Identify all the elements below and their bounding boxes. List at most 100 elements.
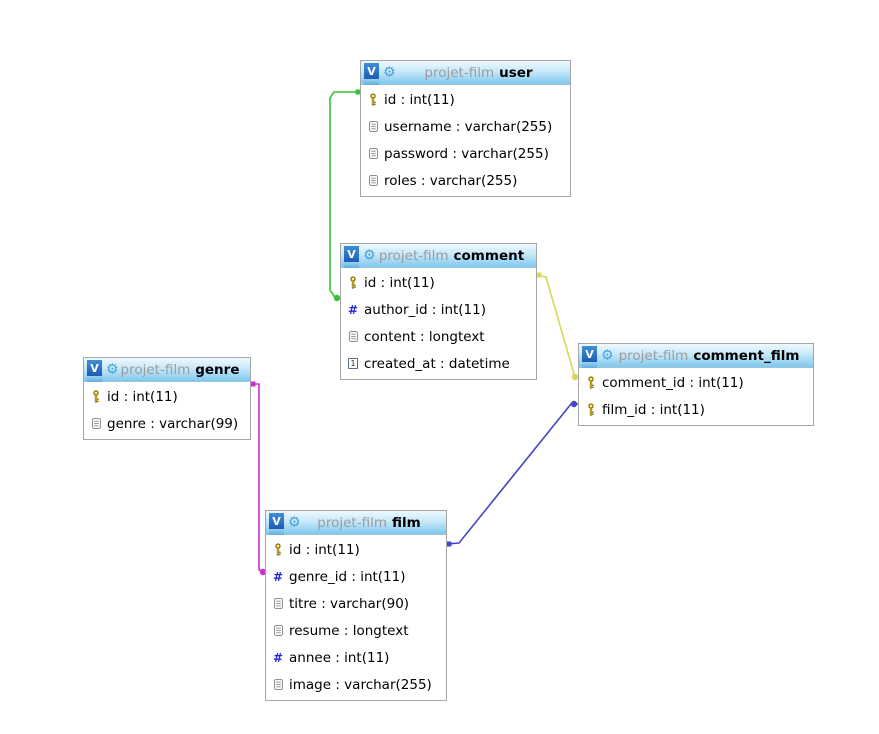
field-label: id : int(11) — [289, 541, 360, 558]
table-name: film — [392, 514, 421, 531]
database-prefix: projet-film — [120, 361, 191, 378]
field-label: roles : varchar(255) — [384, 172, 518, 189]
relation-genre-film-source-marker — [250, 381, 256, 387]
field-row[interactable]: username : varchar(255) — [361, 113, 570, 140]
table-field-list: comment_id : int(11) film_id : int(11) — [579, 368, 813, 425]
field-label: titre : varchar(90) — [289, 595, 410, 612]
relation-comment-comment_film-source-marker — [536, 272, 542, 278]
field-row[interactable]: roles : varchar(255) — [361, 167, 570, 194]
toggle-view-icon[interactable]: V — [582, 346, 597, 368]
field-row[interactable]: id : int(11) — [84, 383, 250, 410]
table-field-list: id : int(11) # genre_id : int(11) titre … — [266, 535, 446, 700]
field-label: annee : int(11) — [289, 649, 390, 666]
field-label: id : int(11) — [364, 274, 435, 291]
text-field-icon — [366, 175, 380, 186]
field-label: id : int(11) — [384, 91, 455, 108]
primary-key-icon — [346, 276, 360, 289]
table-name: user — [499, 64, 533, 81]
table-options-gear-icon[interactable]: ⚙ — [363, 246, 376, 263]
numeric-field-icon: # — [272, 650, 284, 665]
field-row[interactable]: 1 created_at : datetime — [341, 350, 536, 377]
relation-film-comment_film-source-marker — [446, 541, 452, 547]
field-row[interactable]: content : longtext — [341, 323, 536, 350]
field-row[interactable]: password : varchar(255) — [361, 140, 570, 167]
text-field-icon — [366, 148, 380, 159]
text-field-icon — [89, 418, 103, 429]
numeric-field-icon: # — [347, 302, 359, 317]
primary-key-icon — [366, 93, 380, 106]
field-label: comment_id : int(11) — [602, 374, 744, 391]
table-name: comment_film — [693, 347, 800, 364]
database-prefix: projet-film — [618, 347, 689, 364]
text-field-icon — [366, 121, 380, 132]
relation-comment-comment_film-line — [536, 274, 579, 379]
table-film[interactable]: V ⚙ projet-film film id : int(11) # genre… — [265, 510, 447, 701]
primary-key-icon — [584, 403, 598, 416]
text-field-icon — [271, 679, 285, 690]
field-row[interactable]: id : int(11) — [266, 536, 446, 563]
relation-genre-film-line — [251, 383, 266, 573]
database-prefix: projet-film — [317, 514, 387, 531]
field-row[interactable]: resume : longtext — [266, 617, 446, 644]
field-label: resume : longtext — [289, 622, 409, 639]
field-row[interactable]: image : varchar(255) — [266, 671, 446, 698]
field-row[interactable]: comment_id : int(11) — [579, 369, 813, 396]
field-label: created_at : datetime — [364, 355, 510, 372]
field-label: genre_id : int(11) — [289, 568, 406, 585]
table-title: projet-film film — [291, 515, 420, 531]
field-label: film_id : int(11) — [602, 401, 705, 418]
field-row[interactable]: titre : varchar(90) — [266, 590, 446, 617]
field-row[interactable]: id : int(11) — [341, 269, 536, 296]
field-label: genre : varchar(99) — [107, 415, 239, 432]
field-label: content : longtext — [364, 328, 485, 345]
field-row[interactable]: id : int(11) — [361, 86, 570, 113]
table-options-gear-icon[interactable]: ⚙ — [288, 513, 301, 530]
field-label: image : varchar(255) — [289, 676, 432, 693]
relation-film-comment_film-target-marker — [570, 400, 578, 408]
text-field-icon — [271, 625, 285, 636]
toggle-view-icon[interactable]: V — [269, 513, 284, 535]
field-row[interactable]: film_id : int(11) — [579, 396, 813, 423]
toggle-view-icon[interactable]: V — [87, 360, 102, 382]
table-options-gear-icon[interactable]: ⚙ — [106, 360, 119, 377]
primary-key-icon — [271, 543, 285, 556]
table-field-list: id : int(11) genre : varchar(99) — [84, 382, 250, 439]
toggle-view-icon[interactable]: V — [344, 246, 359, 268]
field-label: username : varchar(255) — [384, 118, 553, 135]
datetime-field-icon: 1 — [346, 358, 360, 369]
table-options-gear-icon[interactable]: ⚙ — [383, 63, 396, 80]
database-prefix: projet-film — [378, 247, 449, 264]
field-row[interactable]: genre : varchar(99) — [84, 410, 250, 437]
table-options-gear-icon[interactable]: ⚙ — [601, 346, 614, 363]
relation-film-comment_film-line — [446, 403, 578, 545]
table-header[interactable]: V ⚙ projet-film film — [266, 511, 446, 535]
text-field-icon — [346, 331, 360, 342]
database-prefix: projet-film — [424, 64, 495, 81]
table-field-list: id : int(11) # author_id : int(11) conte… — [341, 268, 536, 379]
field-label: author_id : int(11) — [364, 301, 487, 318]
numeric-field-icon: # — [272, 569, 284, 584]
field-label: password : varchar(255) — [384, 145, 549, 162]
field-row[interactable]: # genre_id : int(11) — [266, 563, 446, 590]
toggle-view-icon[interactable]: V — [364, 63, 379, 85]
primary-key-icon — [584, 376, 598, 389]
table-field-list: id : int(11) username : varchar(255) pas… — [361, 85, 570, 196]
table-name: comment — [453, 247, 525, 264]
primary-key-icon — [89, 390, 103, 403]
field-row[interactable]: # annee : int(11) — [266, 644, 446, 671]
field-label: id : int(11) — [107, 388, 178, 405]
table-name: genre — [195, 361, 240, 378]
field-row[interactable]: # author_id : int(11) — [341, 296, 536, 323]
